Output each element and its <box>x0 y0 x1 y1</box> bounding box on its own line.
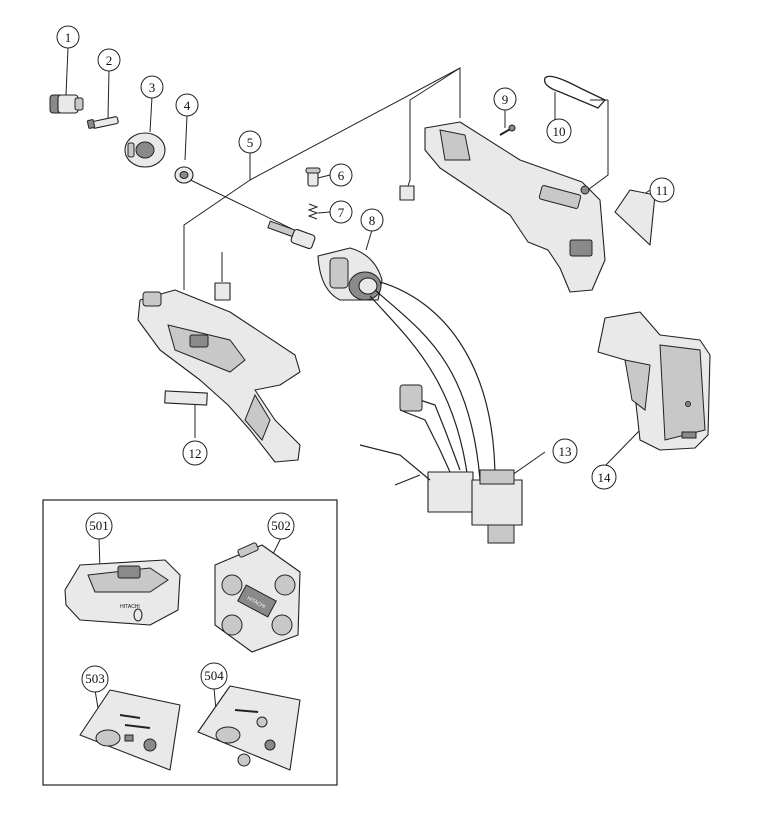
armature-shaft <box>267 220 316 250</box>
callout-9: 9 <box>493 87 517 111</box>
part-13-switch <box>359 384 523 544</box>
svg-text:14: 14 <box>598 470 612 485</box>
svg-text:2: 2 <box>106 53 113 68</box>
part-5-label <box>214 282 231 301</box>
svg-text:11: 11 <box>656 183 669 198</box>
part-4-washer <box>174 166 194 184</box>
callout-504: 504 <box>200 662 228 690</box>
svg-text:12: 12 <box>189 446 202 461</box>
part-9-screw <box>499 124 516 136</box>
part-12-label <box>164 390 208 406</box>
svg-text:501: 501 <box>89 518 109 533</box>
svg-text:7: 7 <box>338 205 345 220</box>
callout-4: 4 <box>175 93 199 117</box>
svg-text:1: 1 <box>65 30 72 45</box>
housing-small-label <box>399 185 415 201</box>
callout-10: 10 <box>546 118 572 144</box>
accessory-inset-frame <box>42 499 338 786</box>
callout-7: 7 <box>329 200 353 224</box>
callout-12: 12 <box>182 440 208 466</box>
part-11-label <box>614 189 656 246</box>
svg-text:10: 10 <box>553 124 566 139</box>
part-503-accessory-kit <box>79 689 181 771</box>
part-1-collet-nut <box>49 94 84 114</box>
svg-text:504: 504 <box>204 668 224 683</box>
callout-3: 3 <box>140 75 164 99</box>
callout-502: 502 <box>267 512 295 540</box>
part-504-accessory-kit <box>197 685 301 771</box>
svg-text:502: 502 <box>271 518 291 533</box>
part-2-collet <box>86 116 119 129</box>
callout-8: 8 <box>360 208 384 232</box>
svg-text:4: 4 <box>184 98 191 113</box>
part-10-hook <box>543 75 607 109</box>
callout-5: 5 <box>238 130 262 154</box>
housing-left <box>137 289 301 463</box>
svg-text:6: 6 <box>338 168 345 183</box>
svg-text:3: 3 <box>149 80 156 95</box>
callout-2: 2 <box>97 48 121 72</box>
svg-text:9: 9 <box>502 92 509 107</box>
part-8-motor <box>317 247 383 301</box>
callout-6: 6 <box>329 163 353 187</box>
callout-11: 11 <box>649 177 675 203</box>
part-7-spring <box>307 203 319 220</box>
part-502-case: HITACHI <box>214 542 301 653</box>
callout-501: 501 <box>85 512 113 540</box>
svg-text:13: 13 <box>559 444 572 459</box>
part-6-brush <box>305 167 321 187</box>
part-3-front-cap <box>124 132 166 168</box>
part-14-battery <box>597 311 711 451</box>
motor-wires <box>369 281 496 481</box>
charger-logo: HITACHI <box>120 604 140 610</box>
callout-14: 14 <box>591 464 617 490</box>
callout-1: 1 <box>56 25 80 49</box>
housing-right <box>424 121 606 293</box>
svg-text:8: 8 <box>369 213 376 228</box>
part-501-charger: HITACHI <box>64 559 181 626</box>
callout-13: 13 <box>552 438 578 464</box>
svg-text:503: 503 <box>85 671 105 686</box>
svg-text:5: 5 <box>247 135 254 150</box>
callout-503: 503 <box>81 665 109 693</box>
